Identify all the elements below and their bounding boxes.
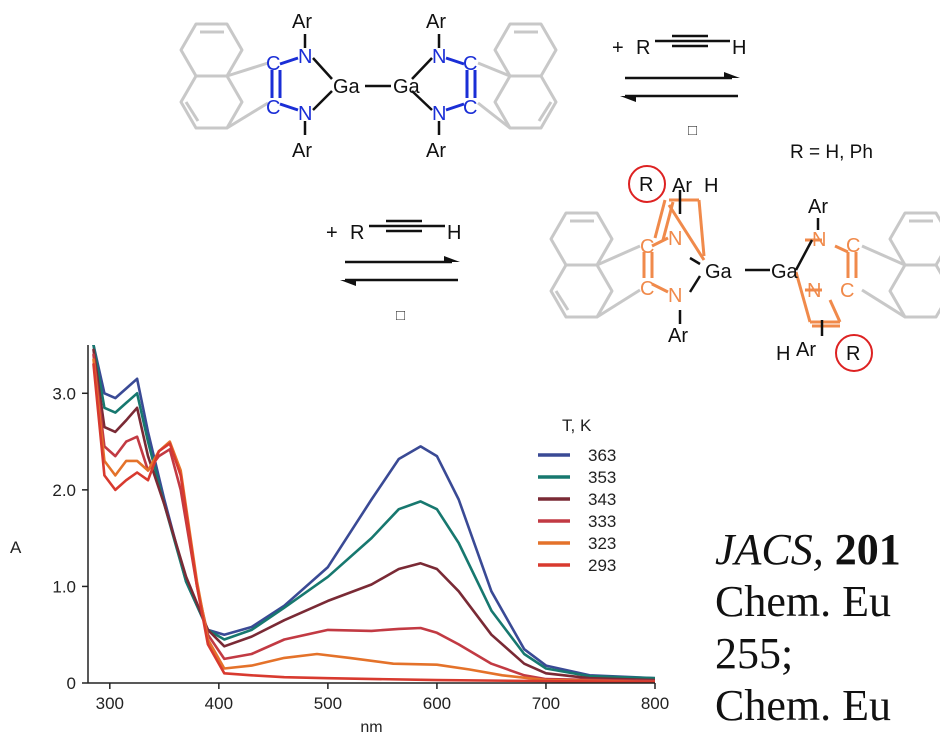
- series-line-343: [92, 348, 655, 682]
- missing-glyph-label: □: [396, 307, 405, 324]
- legend-layer: T, K 363 353 343 333 323 293: [538, 416, 616, 575]
- atom-h-label: H: [776, 343, 790, 365]
- reagent-alkyne-middle: + R H: [326, 219, 461, 244]
- citation-line-1: JACS, 201: [715, 520, 940, 580]
- product-structure: [549, 165, 940, 372]
- plus-sign: +: [326, 222, 338, 244]
- series-line-333: [92, 353, 655, 683]
- citation-line-4: Chem. Eu: [715, 681, 891, 730]
- reactant-structure: [179, 22, 558, 135]
- product-ga-bonds: [678, 190, 824, 336]
- atom-c-label: C: [640, 236, 654, 258]
- legend-label: 293: [588, 556, 616, 575]
- x-tick-label: 400: [205, 694, 233, 713]
- atom-c-label: C: [266, 53, 280, 75]
- reagent-h-label: H: [732, 37, 746, 59]
- atom-n-label: N: [298, 103, 312, 125]
- x-tick-label: 600: [423, 694, 451, 713]
- atom-c-label: C: [463, 97, 477, 119]
- reactant-atom-labels: Ar N C C N Ar Ga Ga Ar N C C N Ar: [266, 11, 477, 162]
- reagent-h-label: H: [447, 222, 461, 244]
- series-line-363: [92, 345, 655, 680]
- reagent-r-label: R: [350, 222, 364, 244]
- atom-ar-label: Ar: [426, 11, 446, 33]
- atom-ar-label: Ar: [808, 196, 828, 218]
- atom-ar-label: Ar: [796, 339, 816, 361]
- x-tick-label: 500: [314, 694, 342, 713]
- missing-glyph-label: □: [688, 122, 697, 139]
- left-naphthalene-ring: [179, 22, 269, 130]
- atom-n-label: N: [807, 280, 821, 302]
- citation-line-3: 255;: [715, 629, 794, 678]
- atom-ga-label: Ga: [771, 261, 799, 283]
- series-layer: [92, 345, 655, 683]
- citation-year: 201: [834, 525, 901, 574]
- x-tick-label: 300: [96, 694, 124, 713]
- atom-n-label: N: [812, 229, 826, 251]
- atom-r-label: R: [846, 343, 860, 365]
- y-tick-label: 3.0: [52, 384, 76, 403]
- atom-ar-label: Ar: [672, 175, 692, 197]
- atom-ar-label: Ar: [292, 11, 312, 33]
- r-definition-label: R = H, Ph: [790, 142, 873, 163]
- atom-ar-label: Ar: [292, 140, 312, 162]
- reagent-alkyne-top: + R H: [612, 34, 746, 59]
- atom-n-label: N: [298, 46, 312, 68]
- triple-bond: [369, 219, 445, 233]
- atom-n-label: N: [432, 46, 446, 68]
- equilibrium-arrows-top: [620, 72, 740, 102]
- legend-label: 353: [588, 468, 616, 487]
- product-atom-labels: R Ar H N C C N Ar Ga Ga Ar N C N C H Ar …: [639, 174, 860, 365]
- atom-h-label: H: [704, 175, 718, 197]
- legend-label: 323: [588, 534, 616, 553]
- atom-c-label: C: [463, 53, 477, 75]
- atom-c-label: C: [840, 280, 854, 302]
- x-tick-label: 800: [641, 694, 669, 713]
- atom-c-label: C: [266, 97, 280, 119]
- reagent-r-label: R: [636, 37, 650, 59]
- atom-ga-label: Ga: [705, 261, 733, 283]
- r-highlight-circles: [628, 165, 873, 372]
- atom-ga-label: Ga: [333, 76, 361, 98]
- equilibrium-arrows-middle: [340, 256, 460, 286]
- series-line-353: [92, 345, 655, 680]
- atom-ar-label: Ar: [668, 325, 688, 347]
- x-axis-label: nm: [360, 719, 382, 735]
- x-tick-label: 700: [532, 694, 560, 713]
- atom-c-label: C: [640, 278, 654, 300]
- left-naphthalene-ring: [549, 211, 641, 319]
- axes-layer: 300 400 500 600 700 800 0 1.0 2.0 3.0 nm A: [10, 345, 669, 735]
- triple-bond: [655, 34, 730, 48]
- reaction-scheme: Ar N C C N Ar Ga Ga Ar N C C N Ar + R: [179, 11, 940, 372]
- legend-label: 363: [588, 446, 616, 465]
- y-tick-label: 0: [67, 674, 76, 693]
- reactant-dad-bonds: [270, 56, 477, 112]
- plus-sign: +: [612, 37, 624, 59]
- atom-n-label: N: [668, 285, 682, 307]
- r-highlight-circle: [628, 165, 666, 203]
- y-axis-label: A: [10, 538, 22, 557]
- atom-r-label: R: [639, 174, 653, 196]
- legend-label: 333: [588, 512, 616, 531]
- y-tick-label: 1.0: [52, 577, 76, 596]
- atom-ar-label: Ar: [426, 140, 446, 162]
- citation-line-2: Chem. Eu: [715, 577, 891, 626]
- citation-journal: JACS,: [715, 525, 835, 574]
- reactant-ga-bonds: [303, 34, 441, 135]
- legend-label: 343: [588, 490, 616, 509]
- atom-c-label: C: [846, 235, 860, 257]
- atom-n-label: N: [668, 228, 682, 250]
- product-orange-bonds: [642, 198, 858, 328]
- series-line-293: [92, 363, 655, 683]
- legend-title: T, K: [562, 416, 592, 435]
- right-naphthalene-ring: [477, 22, 558, 130]
- atom-ga-label: Ga: [393, 76, 421, 98]
- y-tick-label: 2.0: [52, 481, 76, 500]
- series-line-323: [92, 358, 655, 683]
- r-highlight-circle: [835, 334, 873, 372]
- right-naphthalene-ring: [861, 211, 940, 319]
- atom-n-label: N: [432, 103, 446, 125]
